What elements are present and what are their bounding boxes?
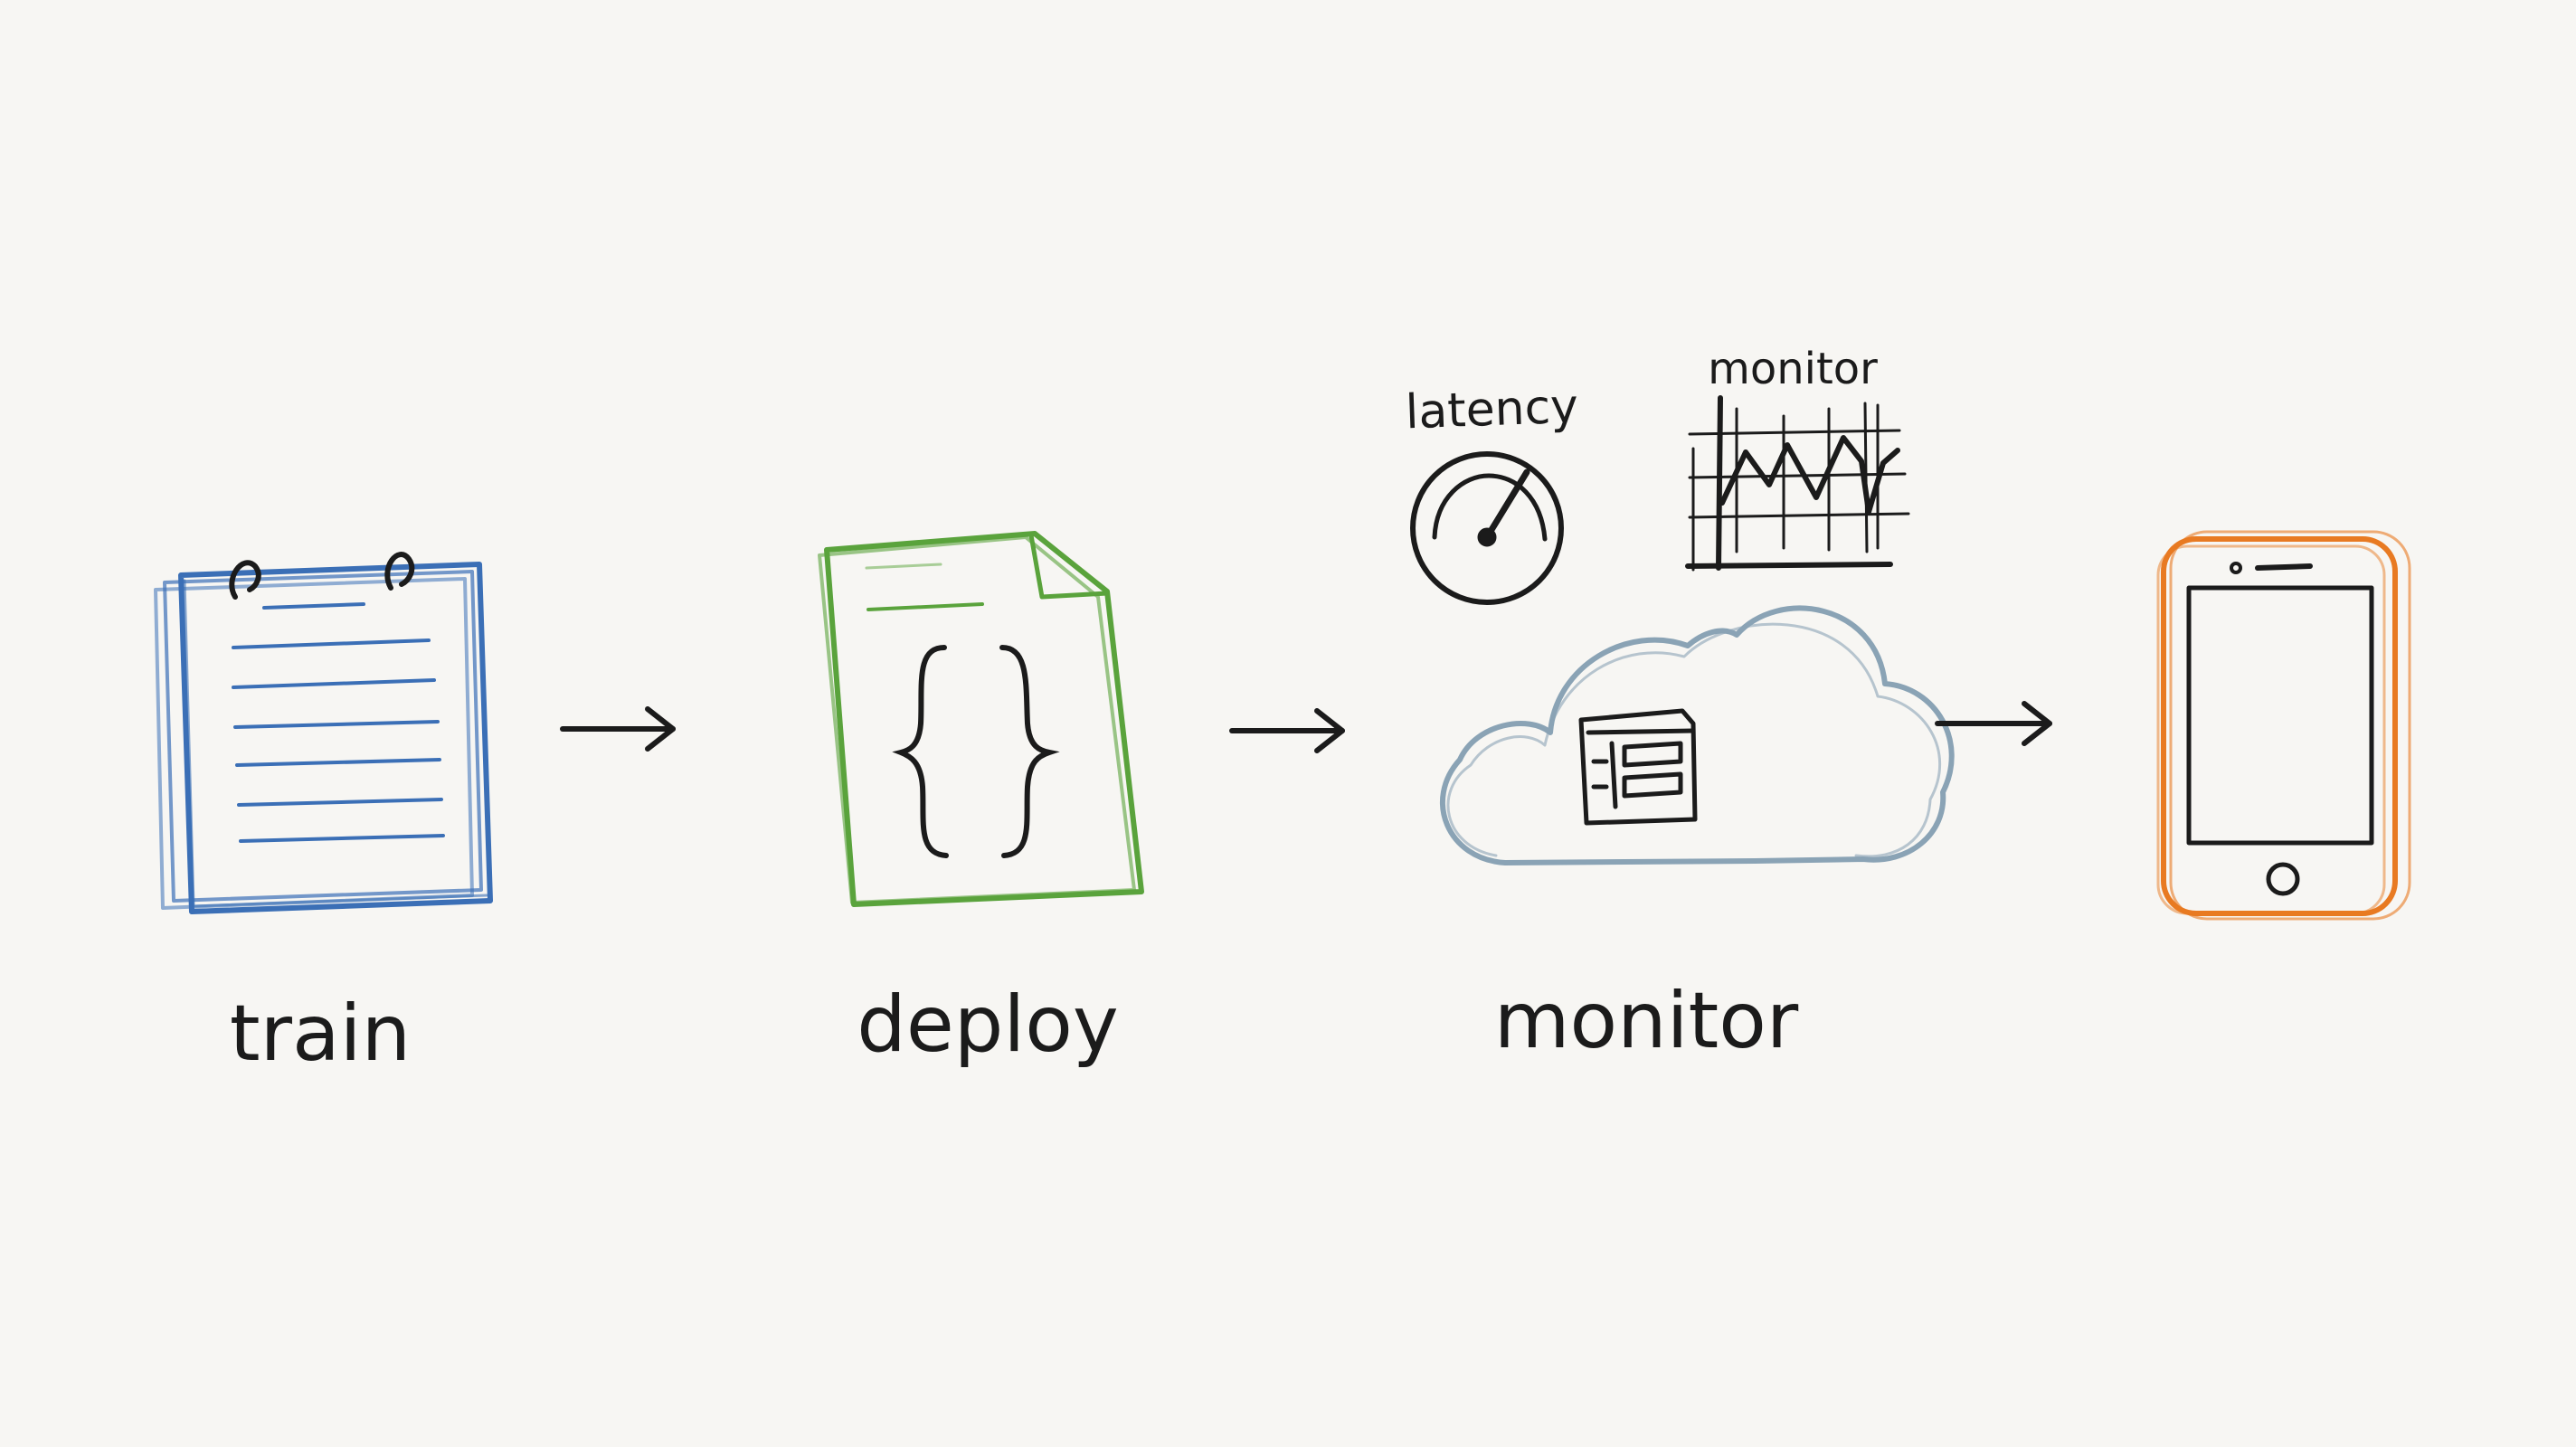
code-file-icon xyxy=(818,531,1144,907)
cloud-server-icon xyxy=(1440,605,1955,865)
arrow-right-icon xyxy=(1229,708,1345,753)
stage-label-train: train xyxy=(230,988,411,1079)
curly-braces-icon xyxy=(892,645,1060,858)
arrow-right-icon xyxy=(560,706,676,752)
latency-label: latency xyxy=(1405,380,1579,440)
notebook-icon xyxy=(154,552,493,914)
arrow-right-icon xyxy=(1935,701,2052,746)
stage-label-deploy: deploy xyxy=(857,979,1119,1070)
line-chart-icon xyxy=(1685,395,1910,572)
stage-label-monitor: monitor xyxy=(1494,976,1799,1066)
chart-monitor-label: monitor xyxy=(1708,344,1878,394)
speedometer-icon xyxy=(1410,451,1564,605)
phone-icon xyxy=(2156,530,2411,921)
